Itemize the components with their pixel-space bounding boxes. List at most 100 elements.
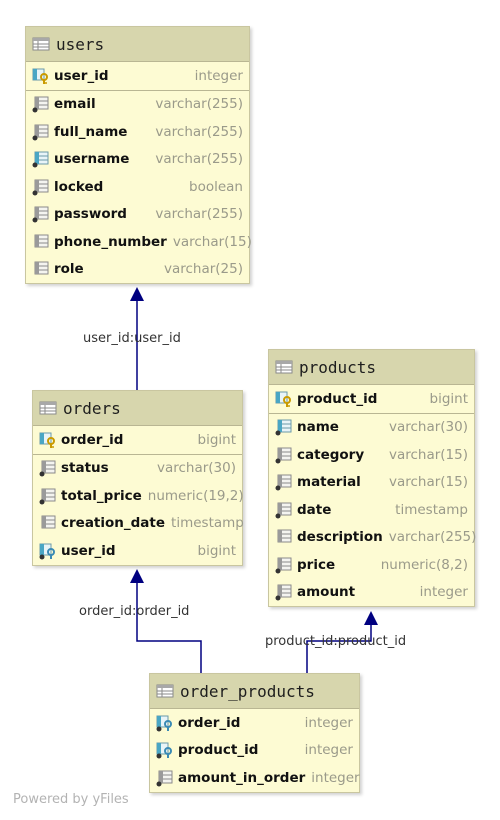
column-row[interactable]: price numeric(8,2): [269, 551, 474, 579]
column-name: status: [61, 460, 109, 477]
column-icon: [275, 583, 293, 601]
column-row[interactable]: phone_number varchar(15): [26, 228, 252, 256]
pk-row[interactable]: product_id bigint: [269, 385, 474, 414]
column-type: boolean: [189, 178, 243, 195]
column-row[interactable]: amount integer: [269, 579, 474, 607]
column-name: name: [297, 419, 339, 436]
indexed-column-icon: [32, 150, 50, 168]
column-row[interactable]: username varchar(255): [26, 146, 249, 174]
column-icon: [32, 123, 50, 141]
column-type: bigint: [429, 390, 469, 407]
table-users[interactable]: users user_id integer email varchar(255)…: [25, 26, 252, 284]
column-name: product_id: [297, 390, 378, 407]
column-type: integer: [194, 67, 243, 84]
column-type: integer: [419, 584, 468, 601]
column-row[interactable]: material varchar(15): [269, 469, 474, 497]
table-title: users: [56, 34, 105, 54]
column-type: timestamp: [171, 515, 244, 532]
pk-row[interactable]: user_id integer: [26, 62, 249, 91]
arrow-users: [130, 287, 144, 301]
column-row[interactable]: date timestamp: [269, 496, 474, 524]
column-type: integer: [311, 769, 360, 786]
column-icon: [156, 769, 174, 787]
edge-label-user-id: user_id:user_id: [83, 331, 181, 346]
column-icon: [275, 446, 293, 464]
column-row[interactable]: full_name varchar(255): [26, 118, 249, 146]
column-type: numeric(19,2): [147, 487, 244, 504]
column-icon: [32, 95, 50, 113]
column-row[interactable]: status varchar(30): [33, 455, 242, 483]
table-header: products: [269, 350, 474, 385]
column-name: user_id: [54, 67, 109, 84]
column-name: total_price: [61, 487, 142, 504]
column-type: varchar(15): [388, 446, 468, 463]
column-name: product_id: [178, 742, 259, 759]
powered-by-footer: Powered by yFiles: [13, 792, 129, 807]
table-orders[interactable]: orders order_id bigint status varchar(30…: [32, 390, 244, 566]
column-type: varchar(255): [388, 529, 477, 546]
arrow-orders: [130, 569, 144, 583]
column-row[interactable]: name varchar(30): [269, 414, 474, 442]
column-name: email: [54, 96, 96, 113]
column-row[interactable]: email varchar(255): [26, 91, 249, 119]
column-type: bigint: [197, 542, 237, 559]
table-products[interactable]: products product_id bigint name varchar(…: [268, 349, 477, 607]
column-icon: [32, 233, 50, 251]
column-name: price: [297, 556, 336, 573]
primary-key-icon: [39, 431, 57, 449]
column-name: amount_in_order: [178, 769, 306, 786]
column-row[interactable]: role varchar(25): [26, 256, 249, 284]
column-row[interactable]: user_id bigint: [33, 537, 242, 565]
column-row[interactable]: creation_date timestamp: [33, 510, 244, 538]
column-row[interactable]: order_id integer: [150, 709, 359, 737]
table-order-products[interactable]: order_products order_id integer product_…: [149, 673, 360, 793]
column-type: varchar(15): [172, 233, 252, 250]
table-title: products: [299, 357, 377, 377]
column-row[interactable]: total_price numeric(19,2): [33, 482, 244, 510]
column-type: varchar(30): [388, 419, 468, 436]
column-type: varchar(255): [155, 123, 243, 140]
table-header: orders: [33, 391, 242, 426]
column-name: phone_number: [54, 233, 167, 250]
column-name: description: [297, 529, 383, 546]
column-row[interactable]: amount_in_order integer: [150, 764, 360, 792]
table-icon: [156, 682, 174, 700]
column-name: amount: [297, 584, 356, 601]
column-row[interactable]: category varchar(15): [269, 441, 474, 469]
table-header: users: [26, 27, 249, 62]
foreign-key-icon: [156, 714, 174, 732]
arrow-products: [364, 611, 378, 625]
column-icon: [39, 459, 57, 477]
pk-row[interactable]: order_id bigint: [33, 426, 242, 455]
column-type: integer: [304, 714, 353, 731]
column-type: varchar(255): [155, 206, 243, 223]
column-type: timestamp: [395, 501, 468, 518]
column-row[interactable]: price description varchar(255): [269, 524, 477, 552]
primary-key-icon: [32, 67, 50, 85]
indexed-column-icon: [275, 418, 293, 436]
column-name: date: [297, 501, 332, 518]
column-row[interactable]: product_id integer: [150, 737, 359, 765]
column-icon: [32, 260, 50, 278]
column-name: full_name: [54, 123, 128, 140]
column-name: category: [297, 446, 365, 463]
table-icon: [32, 35, 50, 53]
edge-label-product-id: product_id:product_id: [265, 634, 407, 649]
column-type: integer: [304, 742, 353, 759]
column-name: material: [297, 474, 361, 491]
column-type: varchar(255): [155, 96, 243, 113]
foreign-key-icon: [156, 741, 174, 759]
column-icon: [275, 556, 293, 574]
column-row[interactable]: locked boolean: [26, 173, 249, 201]
column-name: locked: [54, 178, 104, 195]
column-type: varchar(25): [163, 261, 243, 278]
column-name: user_id: [61, 542, 116, 559]
primary-key-icon: [275, 390, 293, 408]
foreign-key-icon: [39, 542, 57, 560]
column-name: role: [54, 261, 84, 278]
table-icon: [275, 358, 293, 376]
column-row[interactable]: password varchar(255): [26, 201, 249, 229]
edge-orderproducts-orders: [136, 577, 202, 673]
column-name: password: [54, 206, 127, 223]
column-type: varchar(30): [156, 460, 236, 477]
